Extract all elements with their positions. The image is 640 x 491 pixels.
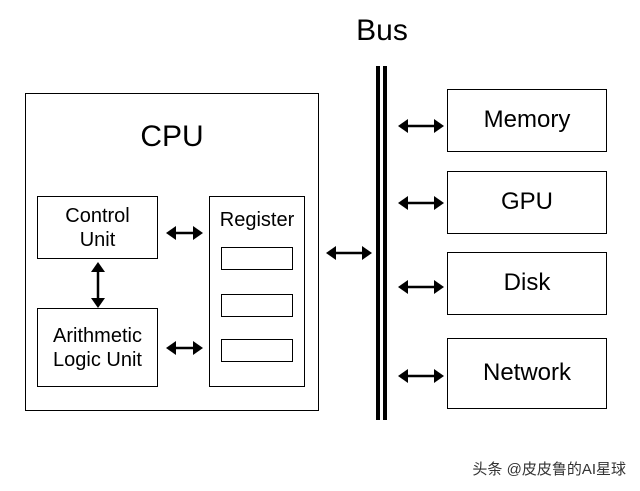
alu-box: Arithmetic Logic Unit: [37, 308, 158, 387]
watermark-text: 头条 @皮皮鲁的AI星球: [472, 461, 626, 478]
register-slot: [221, 339, 293, 362]
memory-box: Memory: [447, 89, 607, 152]
control-register-arrow: [166, 226, 203, 240]
gpu-box: GPU: [447, 171, 607, 234]
alu-register-arrow: [166, 341, 203, 355]
network-label: Network: [482, 359, 572, 387]
register-slot: [221, 247, 293, 270]
register-label: Register: [219, 209, 295, 231]
bus-gpu-arrow: [398, 196, 444, 210]
bus-line: [376, 66, 387, 420]
network-box: Network: [447, 338, 607, 409]
disk-box: Disk: [447, 252, 607, 315]
memory-label: Memory: [483, 106, 571, 134]
alu-label-line2: Logic Unit: [53, 348, 142, 371]
cpu-bus-arrow: [326, 246, 372, 260]
bus-disk-arrow: [398, 280, 444, 294]
cpu-label: CPU: [140, 120, 204, 153]
bus-memory-arrow: [398, 119, 444, 133]
register-slot: [221, 294, 293, 317]
bus-network-arrow: [398, 369, 444, 383]
control-unit-label-line2: Unit: [79, 228, 116, 251]
gpu-label: GPU: [500, 188, 553, 216]
disk-label: Disk: [503, 269, 551, 297]
control-unit-box: Control Unit: [37, 196, 158, 259]
bus-label: Bus: [356, 14, 408, 47]
control-unit-label-line1: Control: [65, 204, 130, 227]
control-alu-arrow: [91, 262, 105, 308]
alu-label-line1: Arithmetic: [53, 324, 142, 347]
